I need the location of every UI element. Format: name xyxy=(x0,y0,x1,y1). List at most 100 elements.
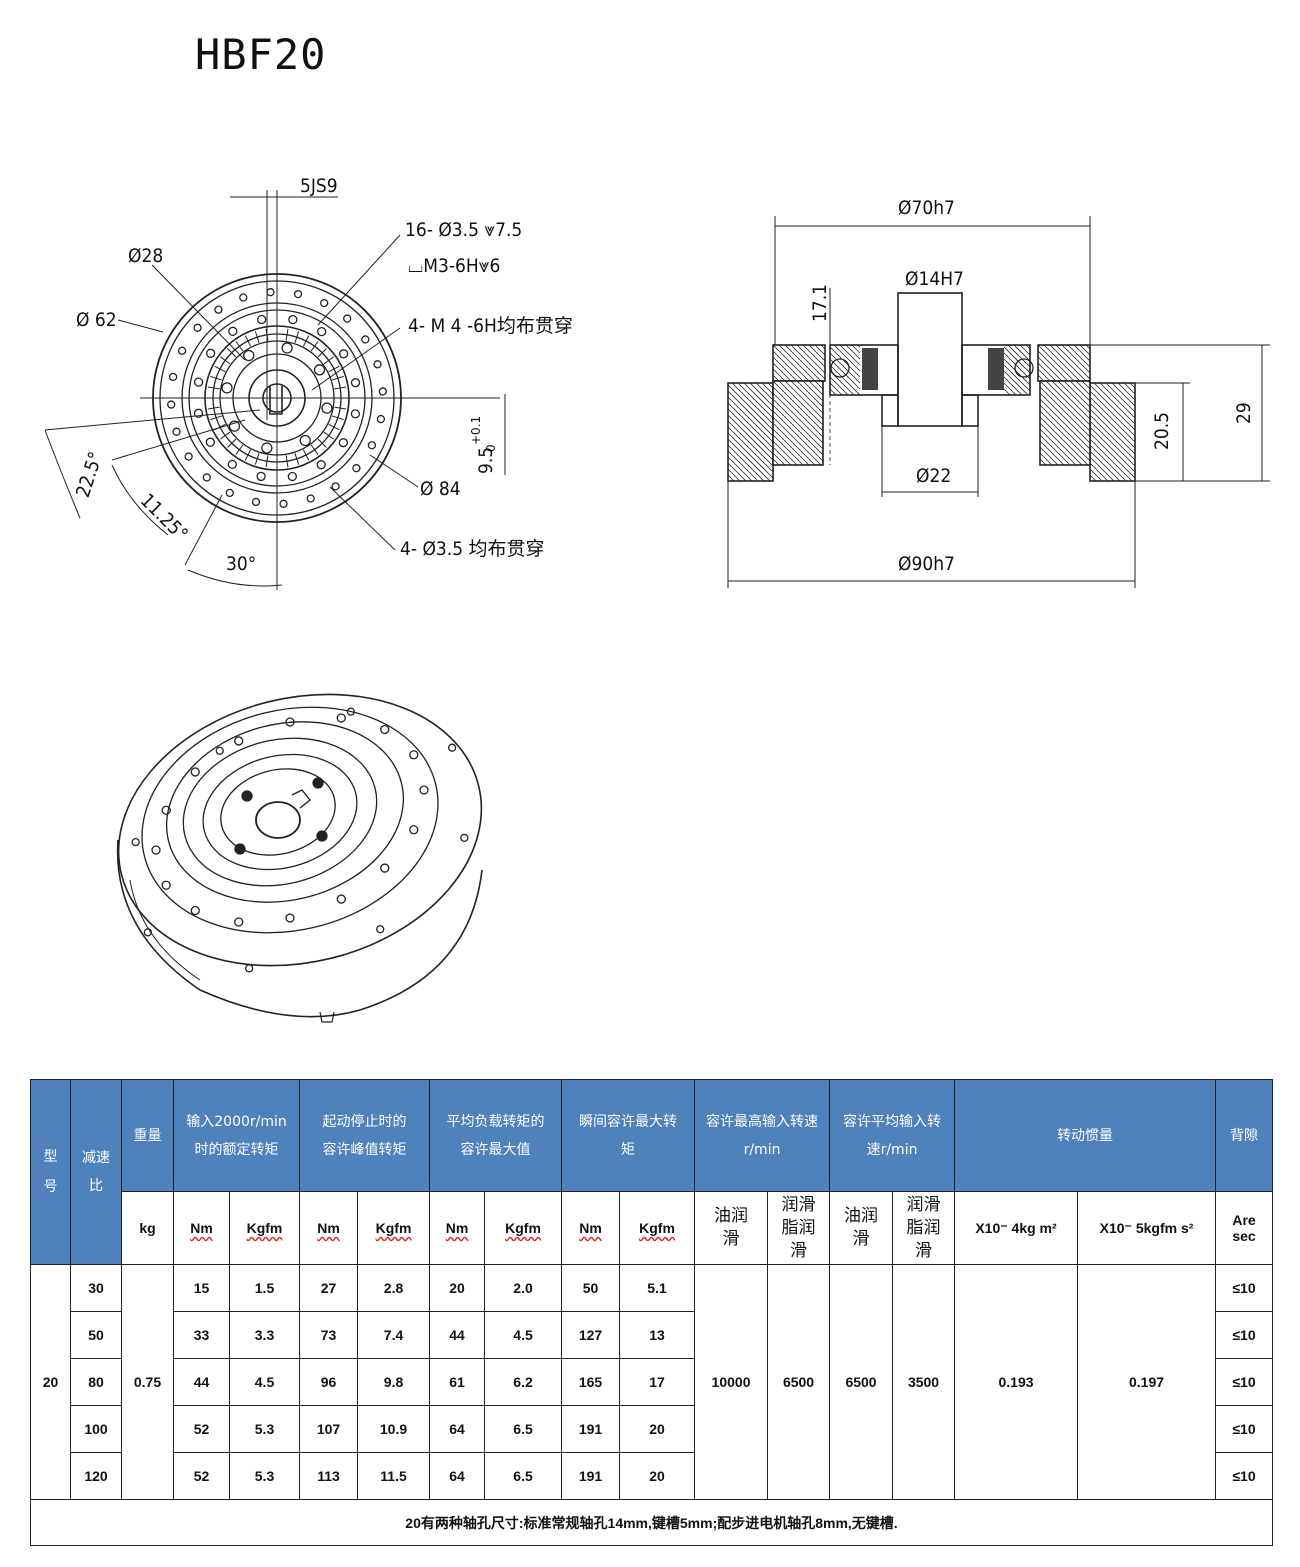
cell-inertia-kgm2: 0.193 xyxy=(954,1264,1079,1500)
angle-11-25-label: 11.25° xyxy=(136,489,192,545)
cell-avg-kgfm: 6.2 xyxy=(484,1358,563,1406)
cell-instant-kgfm: 20 xyxy=(619,1405,696,1453)
tol-upper-label: +0.1 xyxy=(469,416,483,445)
d62-label: Ø 62 xyxy=(76,309,117,331)
cell-instant-nm: 50 xyxy=(561,1264,621,1312)
unit-kg: kg xyxy=(121,1191,174,1265)
d90-label: Ø90h7 xyxy=(898,553,955,575)
d35-label: 4- Ø3.5 均布贯穿 xyxy=(400,538,545,560)
unit-oil: 油润滑 xyxy=(829,1191,894,1265)
cell-backlash: ≤10 xyxy=(1215,1452,1274,1500)
cell-rated-nm: 44 xyxy=(173,1358,230,1406)
cell-rated-kgfm: 4.5 xyxy=(228,1358,301,1406)
d84-label: Ø 84 xyxy=(420,478,461,500)
spec-table: 型号 减速比 重量 输入2000r/min时的额定转矩 起动停止时的容许峰值转矩… xyxy=(29,1079,1274,1546)
cell-avg-nm: 64 xyxy=(429,1452,486,1500)
cell-instant-nm: 165 xyxy=(561,1358,621,1406)
cell-max-speed-grease: 6500 xyxy=(767,1264,831,1500)
cell-rated-nm: 52 xyxy=(173,1405,230,1453)
cell-rated-nm: 52 xyxy=(173,1452,230,1500)
cell-avg-speed-grease: 3500 xyxy=(892,1264,956,1500)
cell-weight: 0.75 xyxy=(121,1264,174,1500)
cell-instant-kgfm: 20 xyxy=(619,1452,696,1500)
unit-inertia-kgm2: X10⁻ 4kg m² xyxy=(954,1191,1079,1265)
hole16-label: 16- Ø3.5 ⩔7.5 xyxy=(405,219,522,241)
unit-grease: 润滑脂润滑 xyxy=(892,1191,956,1265)
unit-oil: 油润滑 xyxy=(694,1191,769,1265)
unit-kgfm: Kgfm xyxy=(639,1220,675,1236)
cell-rated-kgfm: 1.5 xyxy=(228,1264,301,1312)
cell-instant-nm: 127 xyxy=(561,1311,621,1359)
cell-startstop-kgfm: 10.9 xyxy=(357,1405,431,1453)
cell-model: 20 xyxy=(30,1264,71,1500)
cell-rated-kgfm: 5.3 xyxy=(228,1405,301,1453)
cell-startstop-nm: 96 xyxy=(299,1358,359,1406)
unit-nm: Nm xyxy=(317,1220,340,1236)
cell-instant-kgfm: 13 xyxy=(619,1311,696,1359)
dim-20-5-label: 20.5 xyxy=(1151,412,1173,450)
front-view xyxy=(44,190,506,590)
cell-backlash: ≤10 xyxy=(1215,1311,1274,1359)
unit-nm: Nm xyxy=(190,1220,213,1236)
cell-backlash: ≤10 xyxy=(1215,1358,1274,1406)
cell-ratio: 50 xyxy=(70,1311,122,1359)
dim-17-1-label: 17.1 xyxy=(809,284,831,322)
header-avg-torque: 平均负载转矩的容许最大值 xyxy=(429,1079,563,1192)
cell-avg-nm: 44 xyxy=(429,1311,486,1359)
cell-rated-nm: 33 xyxy=(173,1311,230,1359)
cell-startstop-nm: 113 xyxy=(299,1452,359,1500)
cell-avg-nm: 64 xyxy=(429,1405,486,1453)
cell-ratio: 30 xyxy=(70,1264,122,1312)
header-ratio: 减速比 xyxy=(70,1079,122,1265)
unit-inertia-kgfms2: X10⁻ 5kgfm s² xyxy=(1077,1191,1217,1265)
header-inertia: 转动惯量 xyxy=(954,1079,1217,1192)
cell-instant-kgfm: 5.1 xyxy=(619,1264,696,1312)
cell-backlash: ≤10 xyxy=(1215,1264,1274,1312)
d14-label: Ø14H7 xyxy=(905,268,964,290)
header-backlash: 背隙 xyxy=(1215,1079,1274,1192)
cell-avg-speed-oil: 6500 xyxy=(829,1264,894,1500)
cell-startstop-nm: 27 xyxy=(299,1264,359,1312)
d28-label: Ø28 xyxy=(128,245,163,267)
cell-startstop-nm: 107 xyxy=(299,1405,359,1453)
cell-ratio: 80 xyxy=(70,1358,122,1406)
cell-startstop-kgfm: 11.5 xyxy=(357,1452,431,1500)
cell-avg-kgfm: 4.5 xyxy=(484,1311,563,1359)
cell-startstop-kgfm: 2.8 xyxy=(357,1264,431,1312)
header-startstop-torque: 起动停止时的容许峰值转矩 xyxy=(299,1079,431,1192)
cell-avg-nm: 20 xyxy=(429,1264,486,1312)
cell-avg-nm: 61 xyxy=(429,1358,486,1406)
cell-instant-kgfm: 17 xyxy=(619,1358,696,1406)
angle-30-label: 30° xyxy=(226,553,256,575)
dim-9-5-label: 9.5 xyxy=(475,447,497,474)
unit-nm: Nm xyxy=(579,1220,602,1236)
unit-grease: 润滑脂润滑 xyxy=(767,1191,831,1265)
d70-label: Ø70h7 xyxy=(898,197,955,219)
header-weight: 重量 xyxy=(121,1079,174,1192)
cell-avg-kgfm: 2.0 xyxy=(484,1264,563,1312)
isometric-view xyxy=(116,693,483,1023)
cell-instant-nm: 191 xyxy=(561,1405,621,1453)
unit-nm: Nm xyxy=(445,1220,469,1236)
tol-lower-label: 0 xyxy=(484,444,498,452)
key-width-label: 5JS9 xyxy=(300,175,338,197)
dim-29-label: 29 xyxy=(1233,402,1255,424)
technical-drawing: 5JS9 16- Ø3.5 ⩔7.5 ⌴M3-6H⩔6 4- M 4 -6H均布… xyxy=(44,175,1270,1023)
counterbore-label: ⌴M3-6H⩔6 xyxy=(408,255,500,277)
unit-kgfm: Kgfm xyxy=(375,1220,412,1236)
header-model: 型号 xyxy=(30,1079,71,1265)
cell-ratio: 100 xyxy=(70,1405,122,1453)
cell-avg-kgfm: 6.5 xyxy=(484,1405,563,1453)
cell-instant-nm: 191 xyxy=(561,1452,621,1500)
d22-label: Ø22 xyxy=(916,465,951,487)
cell-rated-kgfm: 3.3 xyxy=(228,1311,301,1359)
cell-rated-nm: 15 xyxy=(173,1264,230,1312)
header-max-speed: 容许最高输入转速r/min xyxy=(694,1079,831,1192)
cell-avg-kgfm: 6.5 xyxy=(484,1452,563,1500)
header-rated-torque: 输入2000r/min时的额定转矩 xyxy=(172,1079,301,1192)
cell-max-speed-oil: 10000 xyxy=(694,1264,769,1500)
footnote: 20有两种轴孔尺寸:标准常规轴孔14mm,键槽5mm;配步进电机轴孔8mm,无键… xyxy=(29,1499,1274,1546)
cell-startstop-nm: 73 xyxy=(299,1311,359,1359)
header-instant-torque: 瞬间容许最大转矩 xyxy=(561,1079,696,1192)
cell-startstop-kgfm: 7.4 xyxy=(357,1311,431,1359)
